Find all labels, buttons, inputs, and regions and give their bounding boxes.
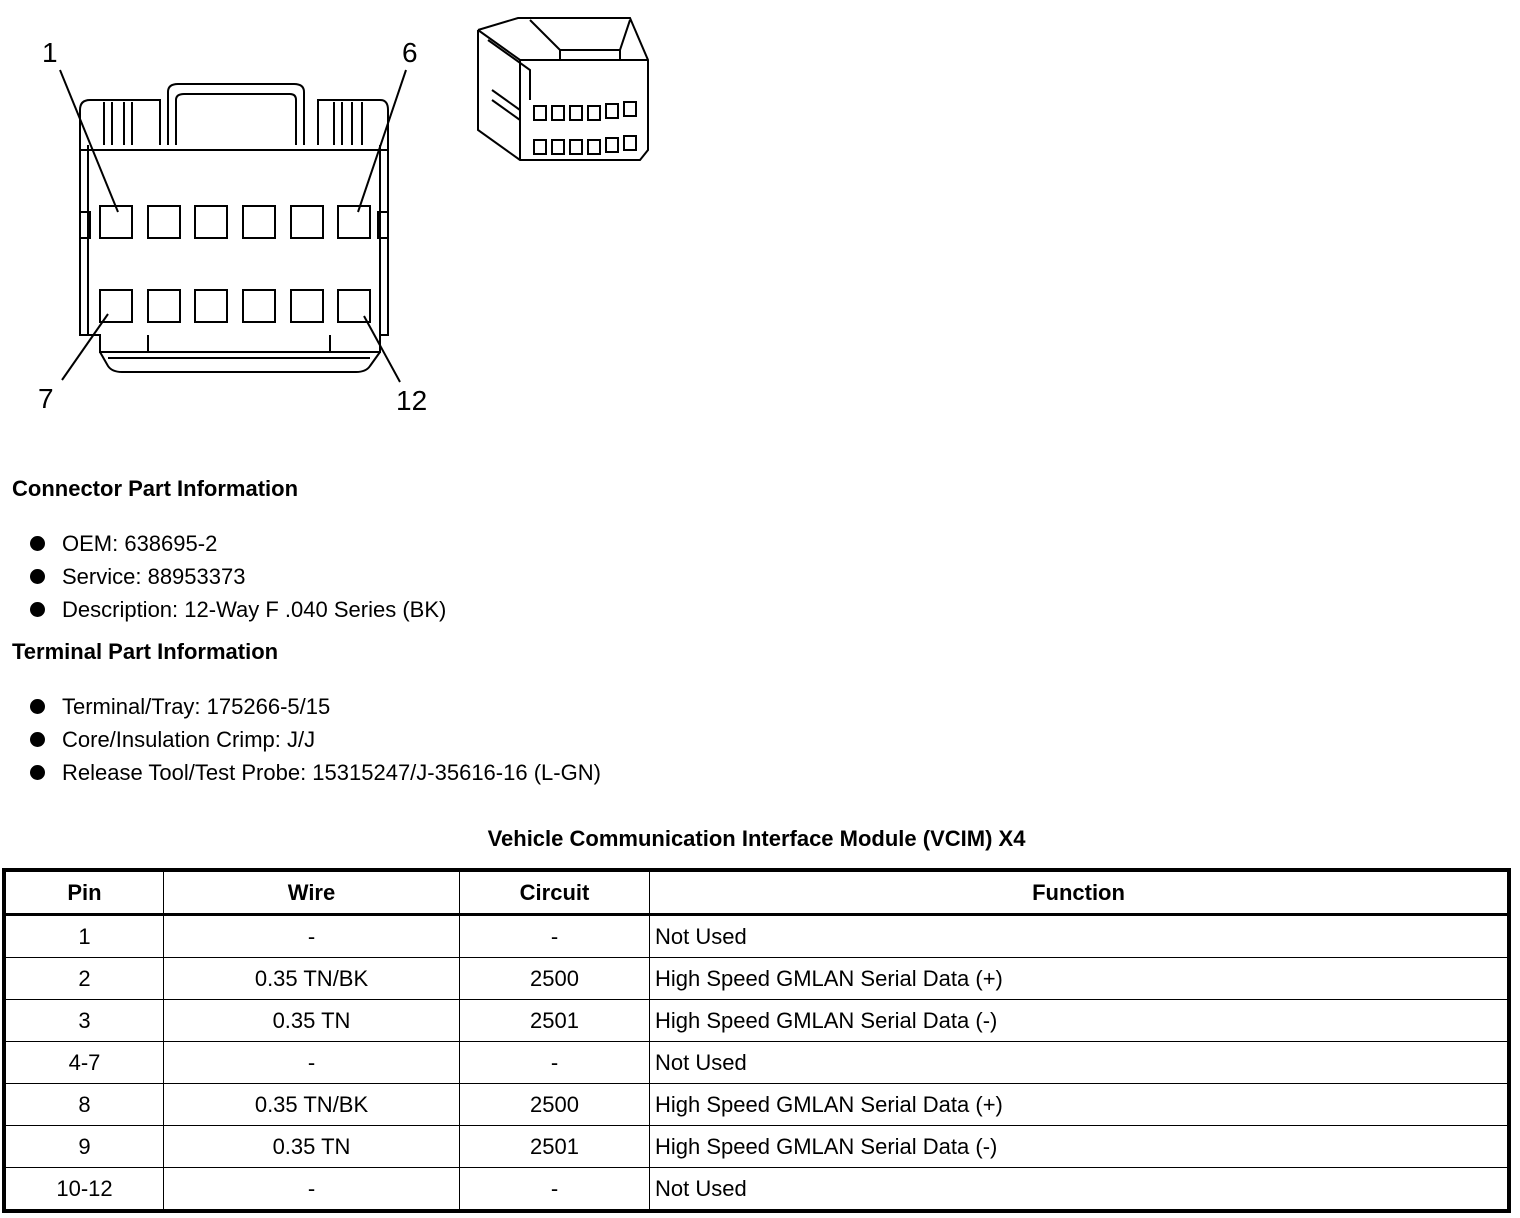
cell-function: Not Used xyxy=(649,1167,1508,1210)
table-row: 10-12 - - Not Used xyxy=(5,1167,1508,1210)
cell-function: High Speed GMLAN Serial Data (-) xyxy=(649,1125,1508,1168)
connector-diagram: 1 6 7 12 xyxy=(38,17,649,416)
cell-pin: 3 xyxy=(5,999,164,1042)
bullet-icon xyxy=(30,765,45,780)
cell-pin: 9 xyxy=(5,1125,164,1168)
column-header-circuit: Circuit xyxy=(459,871,650,916)
cell-wire: - xyxy=(163,1167,460,1210)
list-item-text: Terminal/Tray: 175266-5/15 xyxy=(62,694,331,719)
cell-pin: 2 xyxy=(5,957,164,1000)
connector-part-info-heading: Connector Part Information xyxy=(12,476,299,501)
list-item: Core/Insulation Crimp: J/J xyxy=(28,723,601,756)
cell-circuit: 2500 xyxy=(459,1083,650,1126)
cell-function: High Speed GMLAN Serial Data (+) xyxy=(649,957,1508,1000)
list-item: Description: 12-Way F .040 Series (BK) xyxy=(28,593,446,626)
column-header-function: Function xyxy=(649,871,1508,916)
connector-face-view xyxy=(59,69,407,383)
list-item: OEM: 638695-2 xyxy=(28,527,446,560)
bullet-icon xyxy=(30,536,45,551)
cell-function: Not Used xyxy=(649,914,1508,958)
pin-label-12: 12 xyxy=(396,385,427,416)
cell-function: Not Used xyxy=(649,1041,1508,1084)
list-item-text: Core/Insulation Crimp: J/J xyxy=(62,727,316,752)
bullet-icon xyxy=(30,569,45,584)
cell-wire: 0.35 TN xyxy=(163,1125,460,1168)
table-row: 4-7 - - Not Used xyxy=(5,1041,1508,1084)
cell-wire: 0.35 TN xyxy=(163,999,460,1042)
bullet-icon xyxy=(30,732,45,747)
table-row: 2 0.35 TN/BK 2500 High Speed GMLAN Seria… xyxy=(5,957,1508,1000)
table-header-row: Pin Wire Circuit Function xyxy=(5,871,1508,916)
cell-function: High Speed GMLAN Serial Data (-) xyxy=(649,999,1508,1042)
cell-wire: - xyxy=(163,1041,460,1084)
list-item-text: Service: 88953373 xyxy=(62,564,246,589)
cell-circuit: - xyxy=(459,1041,650,1084)
cell-wire: 0.35 TN/BK xyxy=(163,957,460,1000)
terminal-part-info-list: Terminal/Tray: 175266-5/15 Core/Insulati… xyxy=(28,690,601,789)
table-row: 3 0.35 TN 2501 High Speed GMLAN Serial D… xyxy=(5,999,1508,1042)
cell-circuit: 2501 xyxy=(459,1125,650,1168)
cell-circuit: - xyxy=(459,914,650,958)
pin-label-7: 7 xyxy=(38,383,54,414)
bullet-icon xyxy=(30,602,45,617)
cell-pin: 4-7 xyxy=(5,1041,164,1084)
cell-pin: 8 xyxy=(5,1083,164,1126)
table-row: 1 - - Not Used xyxy=(5,914,1508,958)
cell-wire: 0.35 TN/BK xyxy=(163,1083,460,1126)
cell-wire: - xyxy=(163,914,460,958)
pin-label-6: 6 xyxy=(402,37,418,68)
bullet-icon xyxy=(30,699,45,714)
table-row: 8 0.35 TN/BK 2500 High Speed GMLAN Seria… xyxy=(5,1083,1508,1126)
table-title: Vehicle Communication Interface Module (… xyxy=(487,826,1026,851)
list-item-text: Release Tool/Test Probe: 15315247/J-3561… xyxy=(62,760,601,785)
list-item: Service: 88953373 xyxy=(28,560,446,593)
connector-part-info-list: OEM: 638695-2 Service: 88953373 Descript… xyxy=(28,527,446,626)
connector-3d-view xyxy=(477,17,649,161)
column-header-wire: Wire xyxy=(163,871,460,916)
cell-function: High Speed GMLAN Serial Data (+) xyxy=(649,1083,1508,1126)
list-item-text: Description: 12-Way F .040 Series (BK) xyxy=(62,597,447,622)
list-item: Terminal/Tray: 175266-5/15 xyxy=(28,690,601,723)
pin-label-1: 1 xyxy=(42,37,58,68)
cell-circuit: 2500 xyxy=(459,957,650,1000)
cell-pin: 10-12 xyxy=(5,1167,164,1210)
pinout-table: Pin Wire Circuit Function 1 - - Not Used… xyxy=(2,868,1511,1213)
list-item: Release Tool/Test Probe: 15315247/J-3561… xyxy=(28,756,601,789)
table-row: 9 0.35 TN 2501 High Speed GMLAN Serial D… xyxy=(5,1125,1508,1168)
terminal-part-info-heading: Terminal Part Information xyxy=(12,639,279,664)
cell-circuit: 2501 xyxy=(459,999,650,1042)
column-header-pin: Pin xyxy=(5,871,164,916)
cell-circuit: - xyxy=(459,1167,650,1210)
list-item-text: OEM: 638695-2 xyxy=(62,531,218,556)
cell-pin: 1 xyxy=(5,914,164,958)
